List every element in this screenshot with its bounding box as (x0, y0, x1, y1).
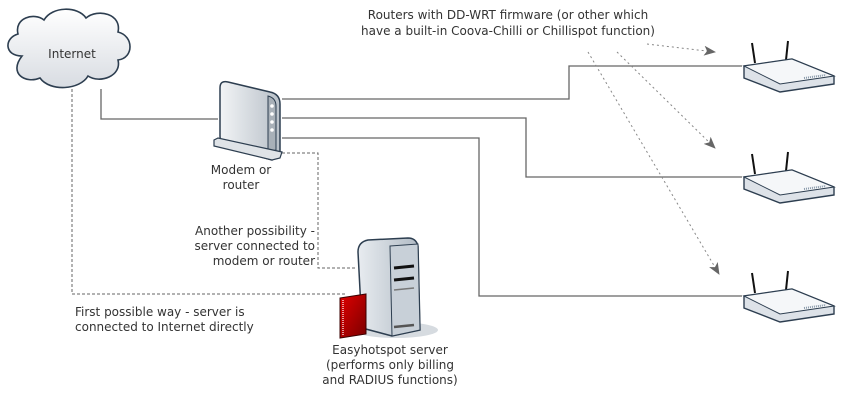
book-icon (339, 293, 367, 339)
note-arrows (587, 43, 720, 275)
link-modem-server (272, 152, 355, 269)
another-possibility-line1: Another possibility - (195, 224, 315, 238)
modem-icon (213, 80, 283, 161)
router-icon-1 (742, 40, 836, 93)
routers-note-line2: have a built-in Coova-Chilli or Chillisp… (361, 24, 655, 38)
link-modem-router-3 (282, 137, 742, 297)
modem-label-line2: router (222, 178, 260, 192)
another-possibility-line2: server connected to (194, 239, 316, 253)
dashed-links (71, 89, 355, 295)
arrow-to-router-1 (646, 43, 716, 56)
first-way-line2: connected to Internet directly (75, 320, 254, 334)
server-label-line1: Easyhotspot server (332, 343, 448, 357)
another-possibility-line3: modem or router (212, 254, 315, 268)
internet-label: Internet (48, 47, 96, 61)
server-icon (354, 237, 438, 338)
solid-links (100, 65, 742, 297)
link-internet-modem (100, 89, 218, 120)
arrow-to-router-3 (587, 51, 720, 275)
router-icon-3 (742, 270, 836, 323)
modem-label-line1: Modem or (210, 163, 272, 177)
internet-cloud-icon (7, 8, 131, 89)
link-internet-server (71, 89, 345, 295)
server-label-line3: and RADIUS functions) (322, 373, 458, 387)
router-icon-2 (742, 151, 836, 204)
routers-note-line1: Routers with DD-WRT firmware (or other w… (367, 8, 649, 22)
link-modem-router-2 (282, 117, 742, 178)
first-way-line1: First possible way - server is (75, 305, 245, 319)
link-modem-router-1 (282, 65, 742, 100)
server-label-line2: (performs only billing (325, 358, 455, 372)
